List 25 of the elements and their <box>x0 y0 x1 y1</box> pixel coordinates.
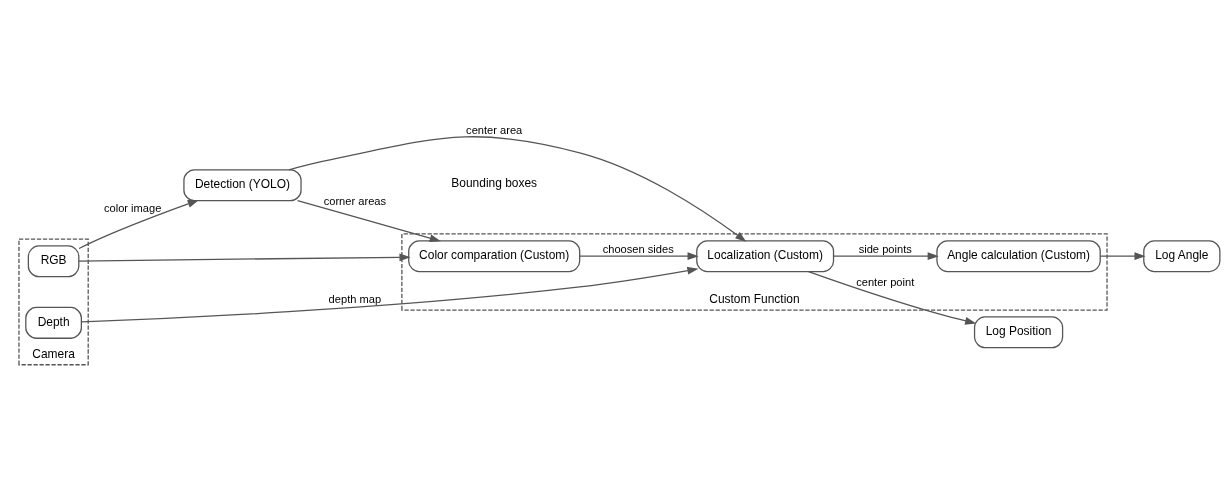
edge-label: choosen sides <box>602 243 674 256</box>
arrow <box>78 253 411 262</box>
node-box: Angle calculation (Custom) <box>936 240 1101 273</box>
arrow <box>288 136 747 242</box>
node-box: Log Position <box>973 316 1064 349</box>
node-box: Detection (YOLO) <box>183 169 302 202</box>
arrow <box>807 271 977 325</box>
edge-label: center area <box>466 124 523 137</box>
arrow <box>80 266 699 323</box>
edge-label: corner areas <box>323 195 387 208</box>
edge-label: center point <box>856 275 915 288</box>
edge-label: depth map <box>328 292 382 305</box>
node-box: Depth <box>25 306 82 339</box>
node-box: Localization (Custom) <box>696 240 835 273</box>
node-box: Color comparation (Custom) <box>408 240 581 273</box>
edge-label: side points <box>858 243 912 256</box>
arrow <box>579 252 699 261</box>
arrow <box>78 200 199 250</box>
arrow <box>833 252 939 261</box>
edge-label: color image <box>103 202 162 215</box>
node-box: RGB <box>27 245 80 278</box>
label: Bounding boxes <box>451 175 538 190</box>
node-box: Log Angle <box>1143 240 1221 273</box>
arrow <box>296 200 441 242</box>
arrow <box>1099 252 1146 261</box>
